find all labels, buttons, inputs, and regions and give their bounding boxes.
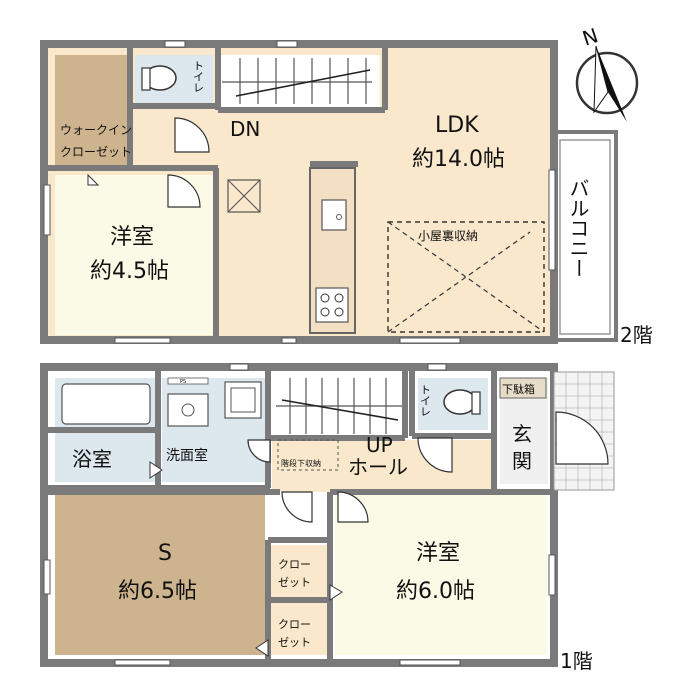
entrance-label-2: 関: [512, 449, 532, 473]
balcony-label: バルコニー: [566, 178, 590, 278]
toilet-1f-label: トイレ: [419, 384, 432, 417]
hall-label: ホール: [348, 455, 408, 479]
under-stairs-storage-label: 階段下収納: [281, 458, 321, 468]
closet-upper-label-1: クロー: [278, 558, 311, 571]
floor-2-label: 2階: [620, 323, 653, 347]
walk-in-closet-label-2: クローゼット: [60, 145, 132, 159]
bathroom-label: 浴室: [72, 447, 112, 471]
s-room-label: S: [158, 541, 172, 566]
western-room-1f: [335, 495, 547, 655]
compass: N: [575, 23, 639, 122]
entrance-porch: [553, 371, 615, 491]
walk-in-closet: [55, 55, 127, 167]
shoe-box-label: 下駄箱: [502, 382, 535, 396]
western-room-1f-size-label: 約6.0帖: [396, 579, 475, 604]
entrance-label-1: 玄: [512, 422, 532, 446]
western-room-2f-size: 約4.5帖: [90, 259, 169, 284]
western-room-1f-label: 洋室: [416, 541, 460, 566]
bathroom: [55, 430, 155, 482]
walk-in-closet-label-1: ウォークイン: [60, 123, 132, 137]
washroom-label: 洗面室: [166, 447, 208, 464]
ps-label: PS: [180, 379, 186, 385]
closet-lower-label-1: クロー: [278, 618, 311, 631]
loft-storage-label: 小屋裏収納: [418, 228, 478, 243]
toilet-2f-label: トイレ: [192, 60, 205, 93]
s-room: [55, 495, 265, 655]
stairs-up-label: UP: [366, 433, 393, 457]
closet-lower-label-2: ゼット: [278, 636, 311, 649]
s-room-size-label: 約6.5帖: [118, 579, 197, 604]
north-label: N: [579, 23, 601, 50]
closet-upper-label-2: ゼット: [278, 576, 311, 589]
stairs-1f: [272, 378, 402, 436]
stairs-down-label: DN: [230, 117, 260, 141]
first-floor: PS: [40, 363, 615, 673]
western-room-2f-label: 洋室: [110, 225, 154, 250]
ldk-size-label: 約14.0帖: [412, 147, 505, 172]
hall: [272, 440, 497, 492]
second-floor: LDK 約14.0帖 洋室 約4.5帖 ウォークイン クローゼット トイレ DN…: [40, 40, 653, 347]
floor-1-label: 1階: [560, 649, 593, 673]
ldk-label: LDK: [435, 113, 479, 138]
